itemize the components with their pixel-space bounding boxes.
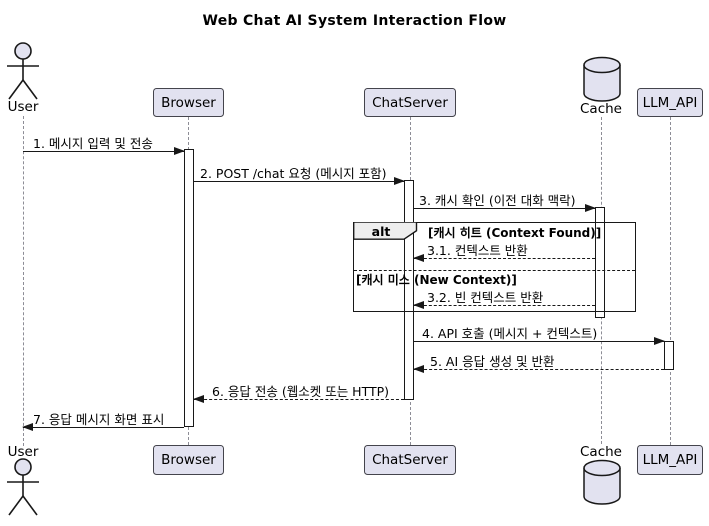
arrowhead-icon [174,147,185,155]
arrowhead-icon [585,204,596,212]
message-arrow-2 [194,177,405,185]
message-label-2: 2. POST /chat 요청 (메시지 포함) [200,166,387,181]
participant-cache-top: Cache [580,101,622,117]
message-arrow-3 [414,204,596,212]
message-arrow-1 [23,147,185,155]
message-arrow-3-1 [413,254,595,262]
message-arrow-3-2 [413,301,595,309]
message-label-1: 1. 메시지 입력 및 전송 [33,136,153,151]
activation-bar-chatserver [404,180,414,400]
message-arrow-4 [414,337,665,345]
message-label-6: 6. 응답 전송 (웹소켓 또는 HTTP) [212,384,390,399]
arrowhead-icon [22,423,33,431]
participant-user-top: User [7,99,39,115]
message-label-7: 7. 응답 메시지 화면 표시 [33,412,165,427]
alt-frame [353,222,636,312]
arrowhead-icon [654,337,665,345]
participant-chatserver-label: ChatServer [372,94,448,111]
lifeline-user [23,116,24,446]
actor-icon-bottom [7,458,39,516]
participant-chatserver-bottom: ChatServer [364,445,456,475]
participant-browser-top: Browser [153,88,224,117]
alt-keyword: alt [371,224,391,239]
activation-bar-cache [595,207,605,318]
activation-bar-llm-api [664,341,674,370]
participant-llm-api-top: LLM_API [637,88,703,117]
diagram-title: Web Chat AI System Interaction Flow [202,13,507,29]
alt-guard-miss: [캐시 미스 (New Context)] [356,273,517,287]
message-arrow-7 [22,423,184,431]
message-label-3-1: 3.1. 컨텍스트 반환 [427,243,528,258]
participant-llm-api-bottom: LLM_API [637,445,703,475]
arrowhead-icon [394,177,405,185]
actor-icon-top [7,42,39,100]
arrowhead-icon [413,301,424,309]
participant-user-bottom: User [7,444,39,460]
arrowhead-icon [413,365,424,373]
participant-chatserver-top: ChatServer [364,88,456,117]
database-icon-bottom [583,459,621,505]
message-label-3: 3. 캐시 확인 (이전 대화 맥락) [419,193,576,208]
activation-bar-browser [184,149,194,427]
participant-browser-label: Browser [161,452,216,468]
participant-chatserver-label: ChatServer [372,452,448,468]
lifeline-llm-api [670,117,671,445]
message-label-4: 4. API 호출 (메시지 + 컨텍스트) [422,326,598,341]
message-label-3-2: 3.2. 빈 컨텍스트 반환 [427,290,544,305]
alt-tab [353,222,418,240]
participant-llm-api-label: LLM_API [642,452,698,468]
participant-llm-api-label: LLM_API [642,94,698,111]
arrowhead-icon [413,254,424,262]
alt-guard-hit: [캐시 히트 (Context Found)] [428,226,602,240]
message-label-5: 5. AI 응답 생성 및 반환 [430,354,555,369]
participant-browser-bottom: Browser [153,445,224,475]
message-arrow-5 [413,365,664,373]
alt-divider [354,270,635,271]
participant-cache-bottom: Cache [580,444,622,460]
participant-browser-label: Browser [161,94,216,111]
message-arrow-6 [193,395,404,403]
database-icon-top [583,56,621,102]
arrowhead-icon [193,395,204,403]
